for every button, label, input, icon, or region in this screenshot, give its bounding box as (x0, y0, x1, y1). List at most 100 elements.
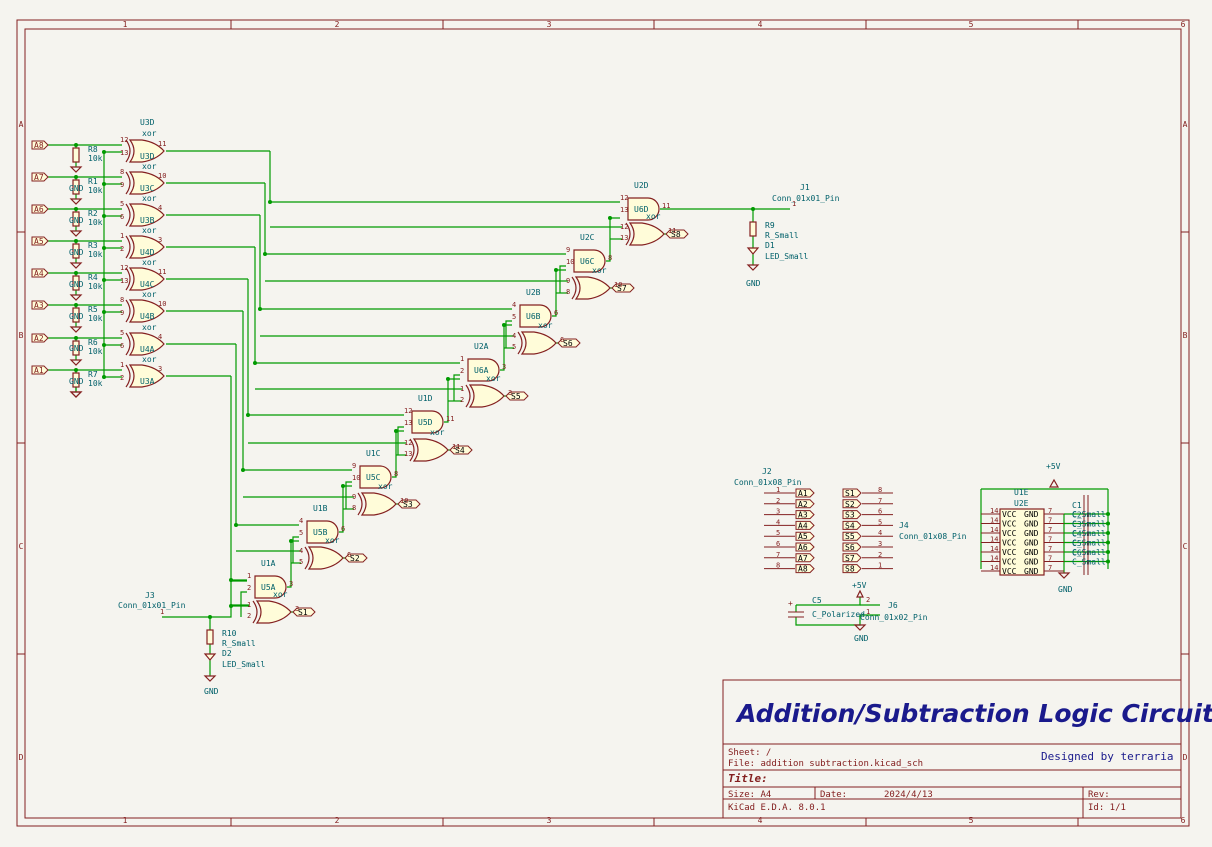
net-label-text: S2 (845, 500, 855, 509)
junction-dot (258, 307, 262, 311)
resistor-r3 (72, 243, 80, 259)
net-label-text: A3 (34, 301, 44, 310)
led-ref: D2 (222, 649, 232, 658)
pin-number: 5 (776, 529, 780, 537)
pin-number: 14 (990, 545, 998, 553)
sum-label-s3 (397, 499, 421, 509)
cap-ref: C3 (1072, 520, 1082, 529)
input-label-a4 (31, 268, 49, 278)
wire (796, 597, 861, 606)
gate-value: xor (646, 212, 661, 221)
gate-ref: U6D (634, 205, 649, 214)
sheet-label: Sheet: / (728, 748, 771, 758)
pin-number: 6 (341, 525, 345, 533)
gate-ref: U4C (140, 280, 155, 289)
cap-ref: C6 (1072, 549, 1082, 558)
net-label-j2 (795, 510, 815, 520)
net-label-text: A4 (34, 269, 44, 278)
j6-ref: J6 (888, 601, 898, 610)
pin-number: 5 (299, 529, 303, 537)
pin-number: 10 (352, 474, 360, 482)
pin-name: VCC (1002, 510, 1017, 519)
gate-ref: U6B (526, 312, 541, 321)
sum-label-s5 (505, 391, 529, 401)
junction-dot (394, 429, 398, 433)
pin-number: 12 (120, 136, 128, 144)
gnd-label: GND (1058, 585, 1073, 594)
gate-ref: U3B (140, 216, 155, 225)
components (31, 139, 1108, 682)
pin-number: 2 (866, 596, 870, 604)
cap-value: C_Small (1072, 510, 1106, 519)
net-label-j2 (795, 488, 815, 498)
junction-dot (502, 323, 506, 327)
xor-gate-u5c-sum (357, 492, 397, 516)
gate-ref: U5C (366, 473, 381, 482)
junction-dot (608, 216, 612, 220)
input-label-a1 (31, 365, 49, 375)
led-value: LED_Small (222, 660, 266, 669)
gate-ref: U5B (313, 528, 328, 537)
led-d1 (746, 247, 760, 255)
pin-number: 14 (990, 564, 998, 572)
junction-dot (263, 252, 267, 256)
gate-ref: U4A (140, 345, 155, 354)
bus-wire (235, 344, 299, 526)
grid-row-label: A (1183, 120, 1188, 129)
pin-name: GND (1024, 567, 1039, 576)
pin-number: 3 (508, 389, 512, 397)
pin-number: 10 (158, 300, 166, 308)
cap-value: C_Small (1072, 548, 1106, 557)
net-label-j4 (842, 553, 862, 563)
gnd-label: GND (69, 248, 84, 257)
net-label-text: A7 (798, 554, 808, 563)
gate-value: xor (273, 590, 288, 599)
grid-col-label: 4 (758, 20, 763, 29)
net-label-j4 (842, 564, 862, 574)
pin-number: 1 (878, 562, 882, 570)
and-gate-u6d (627, 197, 660, 221)
resistor-r2 (72, 211, 80, 227)
gate-ref: U4D (140, 248, 155, 257)
xor-gate-u6a-sum (465, 384, 505, 408)
gate-value: xor (142, 226, 157, 235)
pin-number: 14 (990, 526, 998, 534)
wires (48, 143, 1110, 676)
pin-number: 6 (120, 342, 124, 350)
sheet-frame (16, 19, 1190, 827)
resistor-r9 (749, 221, 757, 237)
pin-number: 12 (404, 439, 412, 447)
net-label-j4 (842, 520, 862, 530)
gate-ref: U6A (474, 366, 489, 375)
stage-ref: U1B (313, 504, 328, 513)
carry-wire (392, 430, 404, 478)
output-label-text: S2 (350, 554, 360, 563)
sum-label-s1 (292, 607, 316, 617)
pin-number: 9 (566, 277, 570, 285)
resistor-ref: R8 (88, 145, 98, 154)
xor-gate-u5d-sum (409, 438, 449, 462)
grid-row-label: B (19, 331, 24, 340)
pin-number: 3 (158, 365, 162, 373)
j4-value: Conn_01x08_Pin (899, 532, 967, 541)
net-label-text: S5 (845, 532, 855, 541)
pin-name: VCC (1002, 567, 1017, 576)
resistor-r6 (72, 340, 80, 356)
xor-gate-u4c (125, 267, 165, 291)
grid-col-label: 6 (1181, 816, 1186, 825)
j3-ref: J3 (145, 591, 155, 600)
sum-label-s4 (449, 445, 473, 455)
net-label-j2 (795, 542, 815, 552)
resistor-r8 (72, 147, 80, 163)
led-d2 (203, 653, 217, 661)
pin-number: 10 (158, 172, 166, 180)
gate-value: xor (142, 355, 157, 364)
sum-label-s6 (557, 338, 581, 348)
net-label-j2 (795, 564, 815, 574)
pin-number: 7 (1048, 507, 1052, 515)
wire (345, 481, 352, 509)
j2-ref: J2 (762, 467, 772, 476)
j2-value: Conn_01x08_Pin (734, 478, 802, 487)
resistor-value: 10k (88, 282, 103, 291)
